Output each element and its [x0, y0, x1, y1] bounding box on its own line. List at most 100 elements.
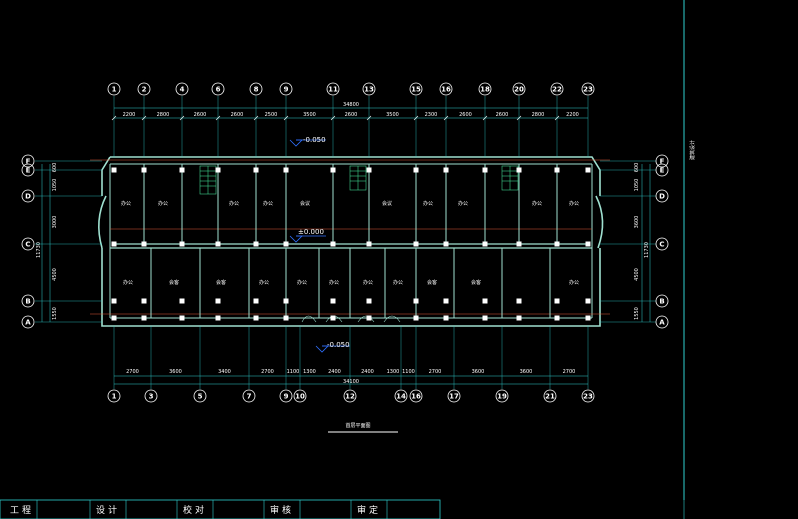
axis-top-bubble	[211, 82, 225, 96]
room-label-upper: 办公	[263, 200, 273, 207]
axis-bottom-label: 19	[497, 393, 507, 401]
column	[366, 298, 372, 304]
dim-left: 4500	[52, 268, 58, 281]
column	[253, 241, 259, 247]
dim-tick-top	[253, 115, 259, 121]
dim-bottom: 3600	[169, 369, 182, 375]
column	[141, 167, 147, 173]
axis-bottom-label: 1	[112, 393, 117, 401]
axis-row-left-bubble	[21, 189, 35, 203]
axis-top-bubble	[512, 82, 526, 96]
column	[111, 315, 117, 321]
dim-top: 2200	[123, 112, 136, 118]
tb-label-review: 审核	[270, 504, 294, 516]
axis-top-label: 11	[328, 86, 338, 94]
room-label-lower: 办公	[329, 279, 339, 286]
dim-top: 3500	[303, 112, 316, 118]
axis-top-bubble	[175, 82, 189, 96]
bottom-overall-dimension: 34100	[343, 379, 359, 385]
column	[585, 241, 591, 247]
room-label-upper: 办公	[423, 200, 433, 207]
dim-tick-top	[215, 115, 221, 121]
room-label-lower: 办公	[363, 279, 373, 286]
axis-row-right-label: A	[659, 319, 665, 327]
axis-row-left-bubble	[21, 294, 35, 308]
drawing-title: 首层平面图	[345, 422, 370, 429]
dim-right: 4500	[634, 268, 640, 281]
room-label-lower: 办公	[393, 279, 403, 286]
column	[179, 241, 185, 247]
axis-row-right-label: F	[660, 158, 665, 166]
room-label-lower: 办公	[259, 279, 269, 286]
room-label-upper: 办公	[569, 200, 579, 207]
room-label-lower: 办公	[297, 279, 307, 286]
room-label-lower: 会客	[427, 279, 437, 286]
room-label-upper: 办公	[532, 200, 542, 207]
column	[413, 315, 419, 321]
column	[482, 167, 488, 173]
axis-bottom-bubble	[107, 389, 121, 403]
door-swing	[357, 315, 375, 323]
axis-top-bubble	[550, 82, 564, 96]
dim-tick-top	[443, 115, 449, 121]
tb-label-check: 校对	[183, 504, 207, 516]
column	[516, 298, 522, 304]
room-label-upper: 办公	[158, 200, 168, 207]
column	[215, 315, 221, 321]
axis-top-label: 9	[284, 86, 289, 94]
axis-top-label: 4	[180, 86, 185, 94]
dim-top: 2800	[157, 112, 170, 118]
axis-top-bubble	[581, 82, 595, 96]
stair-right	[501, 165, 519, 191]
dim-bottom: 3600	[520, 369, 533, 375]
dim-tick-top	[413, 115, 419, 121]
outline-bottom	[101, 248, 601, 327]
column	[366, 315, 372, 321]
column	[554, 167, 560, 173]
dim-top: 2300	[425, 112, 438, 118]
column	[111, 298, 117, 304]
tb-label-approve: 审定	[357, 504, 381, 516]
axis-bottom-label: 16	[411, 393, 421, 401]
column	[482, 315, 488, 321]
dim-top: 3500	[386, 112, 399, 118]
column	[141, 298, 147, 304]
title-block-frame	[0, 499, 441, 519]
axis-bottom-bubble	[293, 389, 307, 403]
axis-bottom-label: 23	[583, 393, 593, 401]
dim-top: 2600	[231, 112, 244, 118]
axis-bottom-bubble	[394, 389, 408, 403]
elevation-bottom: -0.050	[327, 341, 350, 349]
room-label-lower: 会客	[471, 279, 481, 286]
outline-top	[110, 156, 601, 196]
room-label-upper: 会议	[300, 200, 310, 207]
dim-bottom: 2700	[261, 369, 274, 375]
stair-left	[199, 165, 217, 195]
axis-row-right-label: C	[659, 241, 664, 249]
room-labels: 办公办公办公办公会议会议办公办公办公办公办公会客会客办公办公办公办公办公会客会客…	[121, 200, 579, 286]
column	[443, 315, 449, 321]
dim-left: 1550	[52, 307, 58, 320]
dim-top: 2500	[265, 112, 278, 118]
dim-bottom: 2700	[563, 369, 576, 375]
axis-bottom-bubble	[409, 389, 423, 403]
elevation-markers	[289, 139, 350, 353]
column	[554, 241, 560, 247]
stair-middle	[349, 165, 367, 191]
dim-top: 2600	[194, 112, 207, 118]
axis-row-right-bubble	[655, 154, 669, 168]
column	[179, 298, 185, 304]
axis-row-right-bubble	[655, 189, 669, 203]
axis-bottom-label: 10	[295, 393, 305, 401]
axis-top-bubble	[137, 82, 151, 96]
axis-bottom-label: 14	[396, 393, 406, 401]
column	[330, 167, 336, 173]
dim-left: 3000	[52, 216, 58, 229]
dim-tick-top	[482, 115, 488, 121]
room-label-upper: 办公	[229, 200, 239, 207]
stairs	[199, 165, 519, 195]
axis-row-left-bubble	[21, 154, 35, 168]
column	[366, 241, 372, 247]
axis-row-left-label: F	[26, 158, 31, 166]
